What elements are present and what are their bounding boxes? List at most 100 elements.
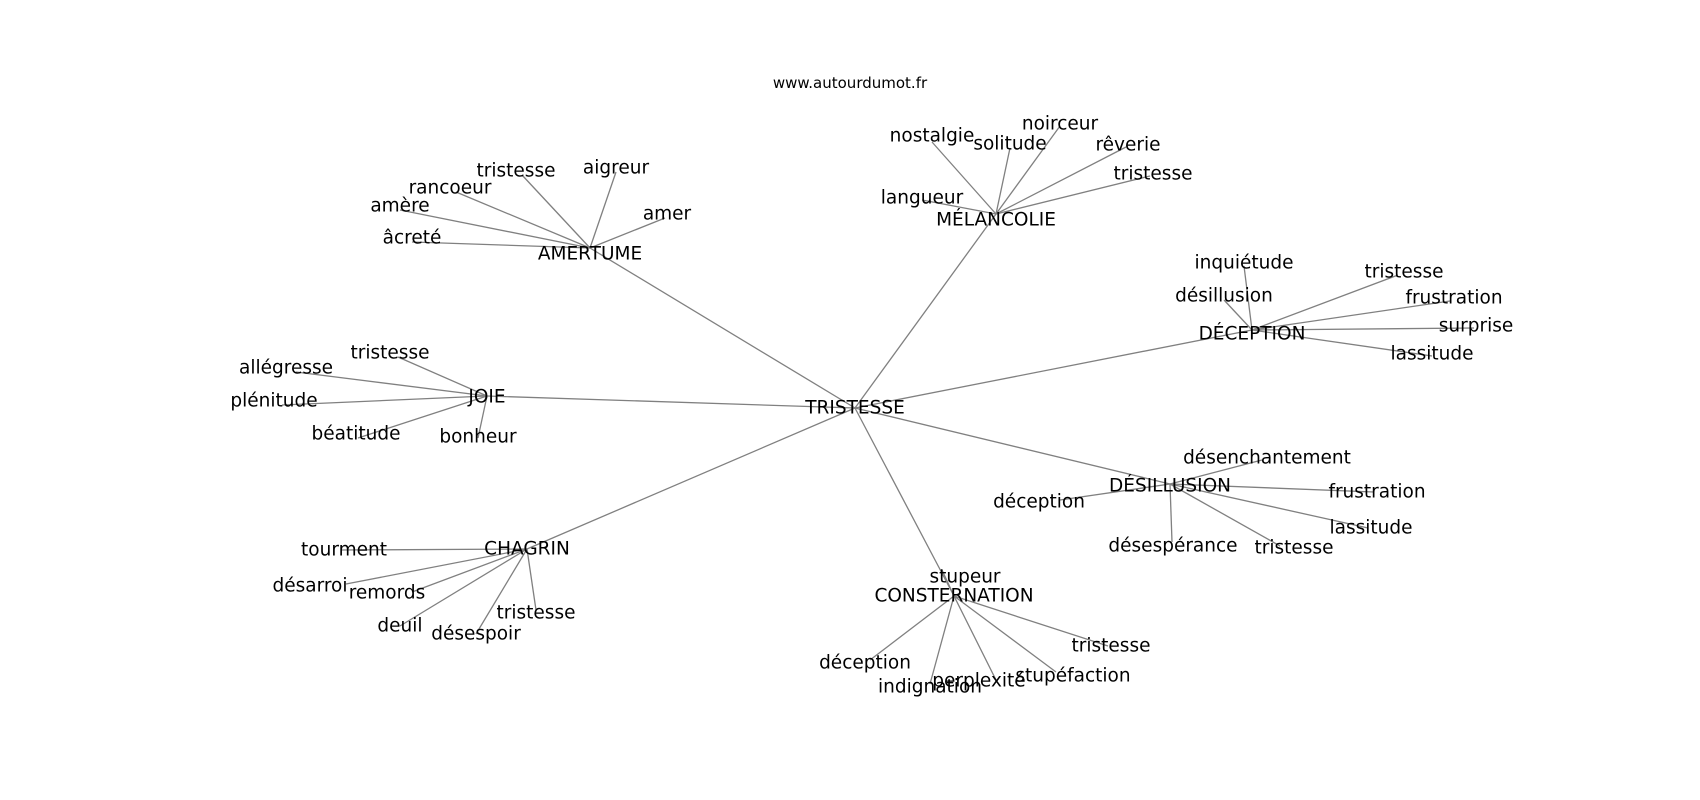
node-deception-surprise[interactable]: surprise [1439, 316, 1513, 337]
edge-consternation-to-consternation-stupefaction [953, 595, 1057, 673]
edge-joie-to-joie-tristesse [397, 356, 488, 397]
edge-tristesse-center-to-deception [854, 329, 1253, 409]
node-consternation-perplexite[interactable]: perplexité [932, 671, 1025, 692]
edge-desillusion-to-desillusion-frustration [1169, 483, 1375, 493]
edge-deception-to-deception-surprise [1251, 327, 1475, 331]
node-amertume-rancoeur[interactable]: rancoeur [409, 178, 492, 199]
edge-consternation-to-consternation-deception [869, 595, 955, 661]
node-consternation-indignation[interactable]: indignation [878, 677, 982, 698]
edge-chagrin-to-chagrin-desespoir [475, 548, 528, 635]
site-url[interactable]: www.autourdumot.fr [773, 74, 928, 92]
edge-tristesse-center-to-chagrin [526, 407, 856, 550]
node-melancolie[interactable]: MÉLANCOLIE [936, 209, 1056, 231]
node-consternation[interactable]: CONSTERNATION [874, 586, 1033, 607]
edge-tristesse-center-to-melancolie [854, 213, 997, 409]
node-joie-bonheur[interactable]: bonheur [439, 427, 517, 448]
edge-chagrin-to-chagrin-deuil [399, 548, 528, 627]
node-desillusion[interactable]: DÉSILLUSION [1109, 475, 1231, 497]
edge-deception-to-deception-lassitude [1251, 329, 1433, 357]
edge-amertume-to-amertume-acrete [411, 241, 591, 249]
edge-amertume-to-amertume-tristesse [521, 174, 591, 249]
node-desillusion-deception[interactable]: déception [993, 492, 1085, 513]
edge-tristesse-center-to-desillusion [854, 407, 1171, 485]
node-desillusion-tristesse[interactable]: tristesse [1255, 538, 1334, 559]
edge-deception-to-deception-desillusion [1223, 299, 1253, 331]
edge-consternation-to-consternation-tristesse [953, 595, 1109, 647]
edge-amertume-to-amertume-amere [399, 209, 591, 249]
edge-chagrin-to-chagrin-desarroi [345, 548, 528, 585]
node-desillusion-frustration[interactable]: frustration [1328, 482, 1425, 503]
node-consternation-stupeur[interactable]: stupeur [929, 567, 1000, 588]
edge-melancolie-to-melancolie-reverie [995, 146, 1127, 215]
edge-amertume-to-amertume-aigreur [589, 171, 617, 249]
edge-desillusion-to-desillusion-deception [1059, 483, 1171, 501]
node-melancolie-noirceur[interactable]: noirceur [1022, 114, 1099, 135]
node-deception[interactable]: DÉCEPTION [1199, 323, 1306, 345]
edge-desillusion-to-desillusion-tristesse [1169, 483, 1281, 547]
edge-joie-to-joie-bonheur [477, 395, 488, 439]
node-joie-beatitude[interactable]: béatitude [312, 424, 401, 445]
node-chagrin-tourment[interactable]: tourment [301, 540, 387, 561]
node-joie-tristesse[interactable]: tristesse [351, 343, 430, 364]
edge-deception-to-deception-tristesse [1251, 274, 1399, 331]
node-melancolie-reverie[interactable]: rêverie [1095, 135, 1160, 156]
edge-consternation-to-consternation-perplexite [953, 595, 997, 681]
graph-labels: TRISTESSE AMERTUME tristesse aigreur rancoeu… [230, 114, 1513, 698]
node-amertume-tristesse[interactable]: tristesse [477, 161, 556, 182]
edge-deception-to-deception-inquietude [1243, 265, 1253, 331]
edge-joie-to-joie-allegresse [295, 371, 488, 397]
edge-desillusion-to-desillusion-desenchantement [1169, 459, 1263, 485]
node-consternation-tristesse[interactable]: tristesse [1072, 636, 1151, 657]
node-desillusion-desenchantement[interactable]: désenchantement [1183, 448, 1351, 469]
node-deception-frustration[interactable]: frustration [1405, 288, 1502, 309]
edge-tristesse-center-to-consternation [854, 407, 955, 597]
edge-melancolie-to-melancolie-solitude [995, 147, 1011, 215]
node-joie-allegresse[interactable]: allégresse [239, 358, 333, 379]
node-chagrin[interactable]: CHAGRIN [484, 539, 570, 560]
edge-deception-to-deception-frustration [1251, 300, 1451, 331]
node-amertume-acrete[interactable]: âcreté [383, 228, 442, 249]
edge-joie-to-joie-beatitude [357, 395, 488, 439]
node-melancolie-nostalgie[interactable]: nostalgie [890, 126, 975, 147]
node-chagrin-desespoir[interactable]: désespoir [431, 624, 521, 645]
edge-tristesse-center-to-amertume [589, 247, 856, 409]
edge-desillusion-to-desillusion-lassitude [1169, 483, 1369, 529]
edge-melancolie-to-melancolie-noirceur [995, 125, 1061, 215]
node-desillusion-desesperance[interactable]: désespérance [1108, 536, 1237, 557]
node-amertume-amere[interactable]: amère [370, 196, 429, 217]
node-deception-tristesse[interactable]: tristesse [1365, 262, 1444, 283]
node-amertume[interactable]: AMERTUME [538, 244, 642, 265]
edge-consternation-to-consternation-indignation [929, 595, 955, 685]
node-joie-plenitude[interactable]: plénitude [230, 391, 317, 412]
edge-melancolie-to-melancolie-langueur [921, 199, 997, 215]
node-chagrin-desarroi[interactable]: désarroi [272, 576, 347, 597]
node-tristesse-center[interactable]: TRISTESSE [804, 398, 905, 419]
edge-amertume-to-amertume-amer [589, 217, 666, 249]
edge-chagrin-to-chagrin-tourment [341, 548, 528, 551]
node-amertume-aigreur[interactable]: aigreur [583, 158, 650, 179]
edge-melancolie-to-melancolie-tristesse [995, 175, 1151, 215]
edge-chagrin-to-chagrin-tristesse [526, 548, 537, 611]
node-melancolie-tristesse[interactable]: tristesse [1114, 164, 1193, 185]
node-chagrin-remords[interactable]: remords [349, 583, 426, 604]
edge-melancolie-to-melancolie-nostalgie [931, 141, 997, 215]
edge-desillusion-to-desillusion-desesperance [1169, 483, 1173, 543]
node-consternation-deception[interactable]: déception [819, 653, 911, 674]
node-deception-inquietude[interactable]: inquiétude [1195, 253, 1294, 274]
node-chagrin-deuil[interactable]: deuil [377, 616, 422, 637]
node-amertume-amer[interactable]: amer [643, 204, 692, 225]
node-joie[interactable]: JOIE [467, 387, 505, 408]
node-desillusion-lassitude[interactable]: lassitude [1330, 518, 1413, 539]
node-melancolie-langueur[interactable]: langueur [881, 188, 964, 209]
node-melancolie-solitude[interactable]: solitude [973, 134, 1046, 155]
graph-edges [281, 125, 1475, 685]
node-deception-lassitude[interactable]: lassitude [1391, 344, 1474, 365]
edge-consternation-to-consternation-stupeur [941, 569, 955, 597]
edge-amertume-to-amertume-rancoeur [455, 191, 591, 249]
edge-chagrin-to-chagrin-remords [411, 548, 528, 593]
node-chagrin-tristesse[interactable]: tristesse [497, 603, 576, 624]
edge-tristesse-center-to-joie [486, 395, 856, 409]
node-consternation-stupefaction[interactable]: stupéfaction [1015, 666, 1130, 687]
node-deception-desillusion[interactable]: désillusion [1175, 286, 1273, 307]
